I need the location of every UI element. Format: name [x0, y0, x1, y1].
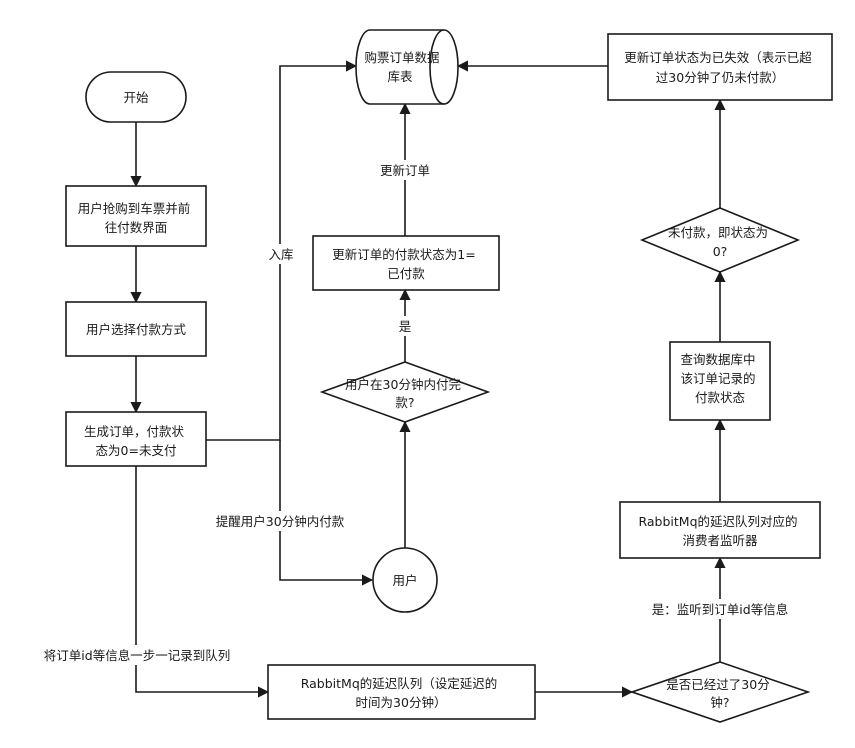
edge-labels: 入库 更新订单 是 提醒用户30分钟内付款 将订单id等信息一步一记录到队列 是… [34, 160, 798, 665]
node-select-pay: 用户选择付款方式 [65, 301, 207, 357]
node-update-paid: 更新订单的付款状态为1= 已付款 [312, 235, 500, 291]
svg-text:购票订单数据 库表: 购票订单数据 库表 [365, 50, 444, 84]
node-delay-queue-line2: 时间为30分钟） [356, 695, 447, 710]
node-consumer-line2: 消费者监听器 [682, 533, 758, 548]
node-query-db-line1: 查询数据库中 [681, 352, 756, 367]
node-create-order-line2: 态为0=未支付 [96, 443, 177, 458]
node-user-label: 用户 [392, 573, 417, 588]
edge-label-update-order: 更新订单 [380, 163, 430, 178]
node-create-order-line1: 生成订单，付款状 [84, 424, 185, 439]
node-grab-ticket: 用户抢购到车票并前 往付数界面 [65, 185, 207, 247]
node-update-expired-line2: 过30分钟了仍未付款） [656, 70, 784, 85]
node-grab-ticket-line1: 用户抢购到车票并前 [78, 201, 191, 216]
node-over-30: 是否已经过了30分 钟? [629, 661, 811, 723]
node-paid-in-30: 用户在30分钟内付完 款? [319, 361, 491, 423]
node-update-paid-line1: 更新订单的付款状态为1= [332, 247, 475, 262]
node-delay-queue: RabbitMq的延迟队列（设定延迟的 时间为30分钟） [267, 664, 536, 720]
edge-label-remind: 提醒用户30分钟内付款 [216, 514, 345, 529]
node-unpaid: 未付款，即状态为 0? [639, 207, 801, 273]
node-over-30-line1: 是否已经过了30分 [666, 677, 769, 692]
node-consumer: RabbitMq的延迟队列对应的 消费者监听器 [619, 501, 821, 559]
node-order-db-line2: 库表 [387, 69, 413, 84]
svg-text:用户抢购到车票并前 往付数界面: 用户抢购到车票并前 往付数界面 [78, 201, 195, 235]
node-query-db: 查询数据库中 该订单记录的 付款状态 [669, 341, 771, 421]
node-update-paid-line2: 已付款 [387, 266, 425, 281]
svg-text:用户在30分钟内付完 款?: 用户在30分钟内付完 款? [345, 377, 465, 410]
node-query-db-line3: 付款状态 [695, 390, 745, 405]
node-update-expired: 更新订单状态为已失效（表示已超 过30分钟了仍未付款） [607, 33, 833, 101]
edge-create-to-queue [135, 466, 270, 698]
node-paid-in-30-line1: 用户在30分钟内付完 [345, 377, 461, 392]
svg-text:更新订单状态为已失效（表示已超 过30分钟了仍未: 更新订单状态为已失效（表示已超 过30分钟了仍未付款） [624, 50, 816, 85]
edge-label-enqueue: 将订单id等信息一步一记录到队列 [44, 648, 230, 663]
node-select-pay-label: 用户选择付款方式 [86, 322, 187, 337]
node-order-db-line1: 购票订单数据 [365, 50, 440, 65]
edge-remind-user [279, 440, 374, 586]
edge-label-yes-listen: 是：监听到订单id等信息 [652, 602, 788, 617]
node-update-expired-line1: 更新订单状态为已失效（表示已超 [624, 50, 812, 65]
svg-text:RabbitMq的延迟队列（设定延迟的 时间为3: RabbitMq的延迟队列（设定延迟的 时间为30分钟） [301, 676, 502, 710]
node-order-db: 购票订单数据 库表 [355, 29, 459, 105]
node-start: 开始 [85, 71, 187, 123]
svg-text:RabbitMq的延迟队列对应的 消费者监听器: RabbitMq的延迟队列对应的 消费者监听器 [638, 514, 801, 548]
node-unpaid-line2: 0? [713, 244, 728, 259]
node-grab-ticket-line2: 往付数界面 [105, 220, 168, 235]
svg-text:生成订单，付款状 态为0=未支付: 生成订单，付款状 态为0=未支付 [84, 424, 188, 458]
node-start-label: 开始 [123, 90, 149, 105]
svg-text:是否已经过了30分 钟?: 是否已经过了30分 钟? [666, 677, 773, 710]
edge-label-store: 入库 [268, 247, 293, 262]
node-query-db-line2: 该订单记录的 [681, 371, 756, 386]
node-paid-in-30-line2: 款? [395, 395, 414, 410]
node-consumer-line1: RabbitMq的延迟队列对应的 [638, 514, 797, 529]
node-delay-queue-line1: RabbitMq的延迟队列（设定延迟的 [301, 676, 498, 691]
svg-text:未付款，即状态为 0?: 未付款，即状态为 0? [668, 225, 772, 259]
svg-text:更新订单的付款状态为1= 已付款: 更新订单的付款状态为1= 已付款 [332, 247, 479, 281]
node-user: 用户 [372, 547, 438, 613]
node-create-order: 生成订单，付款状 态为0=未支付 [65, 411, 207, 467]
svg-text:查询数据库中 该订单记录的 付款状态: 查询数据库中 该订单记录的 付款状态 [681, 352, 760, 405]
edges [130, 60, 726, 698]
edge-label-yes: 是 [399, 319, 412, 334]
node-over-30-line2: 钟? [710, 695, 729, 710]
node-unpaid-line1: 未付款，即状态为 [668, 225, 768, 240]
